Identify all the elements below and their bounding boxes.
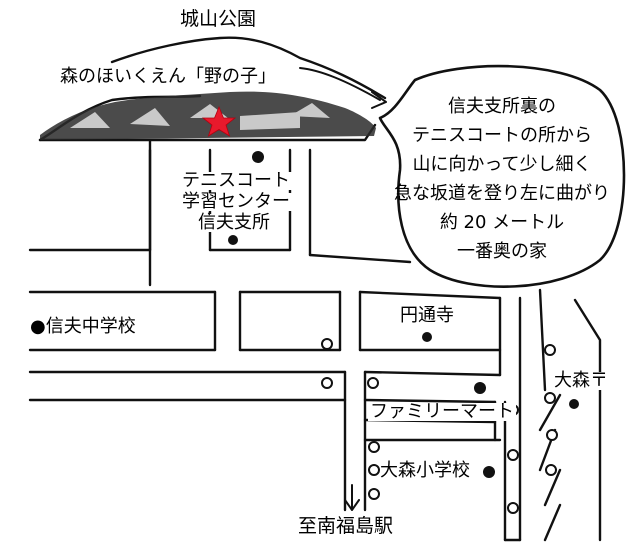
marker-h (368, 441, 380, 453)
branch-office-label: 信夫支所 (196, 212, 272, 233)
post-office-dot (569, 399, 579, 409)
mountain-arrow-line (299, 67, 381, 101)
marker-c (367, 377, 379, 389)
marker-d (544, 344, 556, 356)
marker-i (368, 464, 380, 476)
nursery-label: 森のほいくえん「野の子」 (60, 66, 276, 87)
directions-line: 約 20 メートル (439, 212, 565, 233)
post-office-label: 大森〒 (552, 370, 610, 391)
marker-f (546, 429, 558, 441)
directions-line: テニスコートの所から (412, 125, 592, 146)
road-lower-horizontal (28, 398, 497, 404)
shinobu-branch-dot (228, 235, 238, 245)
learning-center-label: 学習センター (180, 191, 292, 212)
family-mart-label: ファミリーマート (368, 401, 516, 422)
directions-line: 一番奥の家 (457, 241, 547, 262)
mountain-outline (110, 36, 387, 100)
road-south (343, 370, 367, 512)
road-mid-horizontal-c (28, 370, 502, 377)
station-label: 至南福島駅 (298, 515, 394, 537)
station-arrow-head (344, 499, 360, 511)
directions-line: 信夫支所裏の (448, 96, 556, 117)
temple-dot (422, 332, 432, 342)
directions-bubble (378, 64, 626, 288)
tennis-label: テニスコート (180, 170, 292, 191)
destination-star (201, 105, 237, 137)
family-mart-dot (474, 382, 486, 394)
marker-a (321, 338, 333, 350)
marker-j (368, 488, 380, 500)
road-right-vertical-b (493, 400, 507, 542)
marker-m (507, 502, 519, 514)
road-center-v1 (213, 290, 242, 352)
marker-l (507, 449, 519, 461)
marker-b (321, 377, 333, 389)
elementary-school-label: 大森小学校 (380, 460, 470, 481)
marker-e (544, 392, 556, 404)
tennis-center-dot (252, 151, 264, 163)
temple-label: 円通寺 (400, 305, 454, 326)
elementary-school-dot (483, 466, 495, 478)
road-right-vertical-a (498, 296, 522, 542)
road-center-upper (288, 148, 312, 257)
directions-text: 信夫支所裏の テニスコートの所から 山に向かって少し細く 急な坂道を登り左に曲が… (392, 92, 612, 266)
directions-line: 急な坂道を登り左に曲がり (394, 183, 610, 204)
road-mid-horizontal-a (28, 290, 502, 300)
park-label: 城山公園 (180, 8, 257, 30)
middle-school-label: ●信夫中学校 (30, 316, 136, 337)
road-top-horizontal (28, 248, 412, 264)
road-far-right (573, 298, 602, 542)
mountain-arrow-head (371, 91, 387, 109)
directions-line: 山に向かって少し細く (412, 154, 592, 175)
road-family-block (363, 418, 502, 442)
marker-g (545, 464, 557, 476)
road-right-edge (538, 288, 562, 542)
road-center-v2 (338, 290, 362, 352)
